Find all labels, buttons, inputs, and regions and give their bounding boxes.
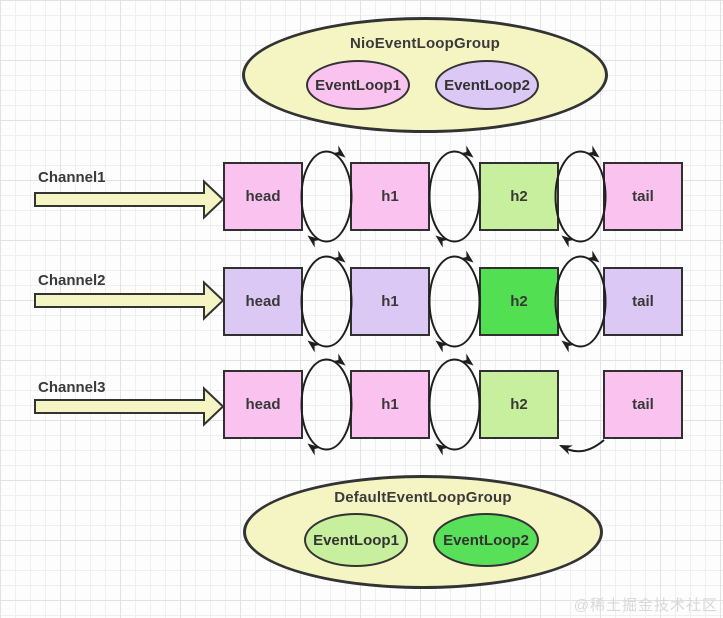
channel1-input-arrow [34,179,225,220]
arrowhead-icon [561,340,575,353]
channel1-tail-node: tail [603,162,683,231]
node-label: h2 [510,188,528,205]
arrowhead-icon [435,235,449,248]
node-label: tail [632,188,654,205]
channel2-link-h2-tail [554,250,607,353]
channel3-h2-node: h2 [479,370,559,439]
node-label: tail [632,293,654,310]
channel3-tail-node: tail [603,370,683,439]
channel1-h2-node: h2 [479,162,559,231]
node-label: h1 [381,293,399,310]
node-label: h1 [381,188,399,205]
default-eventloop1-label: EventLoop1 [313,531,399,549]
arrowhead-icon [332,353,346,366]
default-eventloop1-ellipse: EventLoop1 [304,513,408,567]
arrowhead-icon [307,235,321,248]
channel1-link-h2-tail [554,145,607,248]
nio-eventloop2-label: EventLoop2 [444,76,530,94]
nio-eventloop1-ellipse: EventLoop1 [306,60,410,110]
channel2-h1-node: h1 [350,267,430,336]
channel1-link-head-h1 [300,145,353,248]
arrowhead-icon [307,443,321,456]
channel3-link-head-h1 [300,353,353,456]
arrowhead-icon [307,340,321,353]
channel1-link-h1-h2 [428,145,481,248]
channel2-head-node: head [223,267,303,336]
arrowhead-icon [559,445,573,455]
arrowhead-icon [586,250,600,263]
nio-eventloop1-label: EventLoop1 [315,76,401,94]
node-label: h1 [381,396,399,413]
arrowhead-icon [332,250,346,263]
channel3-link-h1-h2 [428,353,481,456]
arrowhead-icon [460,353,474,366]
channel2-link-head-h1 [300,250,353,353]
channel3-label: Channel3 [38,379,106,396]
node-label: head [245,293,281,310]
node-label: h2 [510,396,528,413]
arrowhead-icon [332,145,346,158]
channel2-link-h1-h2 [428,250,481,353]
watermark: @稀土掘金技术社区 [573,597,718,614]
arrowhead-icon [435,443,449,456]
nio-eventloop2-ellipse: EventLoop2 [435,60,539,110]
channel1-label: Channel1 [38,169,106,186]
arrowhead-icon [586,145,600,158]
arrowhead-icon [460,250,474,263]
channel2-label: Channel2 [38,272,106,289]
channel2-h2-node: h2 [479,267,559,336]
node-label: tail [632,396,654,413]
channel3-link-tail-h2 [559,439,605,455]
default-eventloop2-ellipse: EventLoop2 [433,513,539,567]
nio-event-loop-group-title: NioEventLoopGroup [349,35,501,52]
channel1-head-node: head [223,162,303,231]
arrowhead-icon [460,145,474,158]
default-event-loop-group-ellipse: DefaultEventLoopGroup [243,475,603,589]
channel2-tail-node: tail [603,267,683,336]
node-label: h2 [510,293,528,310]
channel1-h1-node: h1 [350,162,430,231]
default-event-loop-group-title: DefaultEventLoopGroup [334,489,512,506]
channel3-head-node: head [223,370,303,439]
nio-event-loop-group-ellipse: NioEventLoopGroup [242,17,608,133]
default-eventloop2-label: EventLoop2 [443,531,529,549]
channel3-h1-node: h1 [350,370,430,439]
arrowhead-icon [561,235,575,248]
node-label: head [245,396,281,413]
node-label: head [245,188,281,205]
arrowhead-icon [435,340,449,353]
